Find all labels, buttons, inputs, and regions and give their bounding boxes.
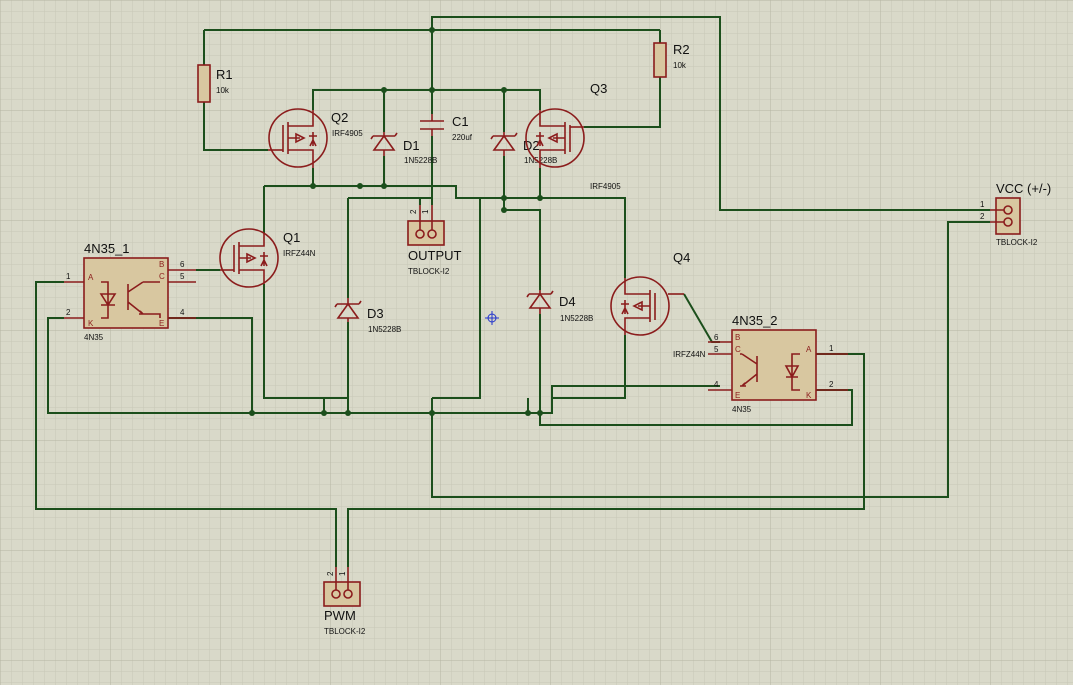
vcc-value: TBLOCK-I2 xyxy=(996,238,1038,247)
vcc-name: VCC (+/-) xyxy=(996,181,1051,196)
q1-value: IRFZ44N xyxy=(283,249,316,258)
d1-name: D1 xyxy=(403,138,420,153)
pwm-pin-1: 1 xyxy=(338,571,347,576)
mosfet-q3[interactable]: Q3 IRF4905 xyxy=(525,81,621,191)
d4-name: D4 xyxy=(559,294,576,309)
vcc-pin-1: 1 xyxy=(980,200,985,209)
pwm-pin-2: 2 xyxy=(326,571,335,576)
diode-d3[interactable]: D3 1N5228B xyxy=(334,298,401,334)
u2-letter-e: E xyxy=(735,391,740,400)
mosfet-q4[interactable]: Q4 IRFZ44N xyxy=(610,250,706,359)
u2-pin-2: 2 xyxy=(829,380,834,389)
r2-value: 10k xyxy=(673,61,687,70)
diode-d1[interactable]: D1 1N5228B xyxy=(370,132,437,165)
output-pin-1: 1 xyxy=(421,209,430,214)
terminal-pwm[interactable]: 2 1 PWM TBLOCK-I2 xyxy=(323,567,366,636)
u1-letter-k: K xyxy=(88,319,94,328)
terminal-output[interactable]: 2 1 OUTPUT TBLOCK-I2 xyxy=(407,205,462,276)
u2-letter-b: B xyxy=(735,333,740,342)
q3-value: IRF4905 xyxy=(590,182,621,191)
pwm-name: PWM xyxy=(324,608,356,623)
capacitor-c1[interactable]: C1 220uf xyxy=(420,114,473,142)
output-pin-2: 2 xyxy=(409,209,418,214)
u2-pin-5: 5 xyxy=(714,345,719,354)
u2-value: 4N35 xyxy=(732,405,752,414)
u1-name: 4N35_1 xyxy=(84,241,130,256)
u1-pin-1: 1 xyxy=(66,272,71,281)
junctions xyxy=(249,27,543,416)
u1-pin-6: 6 xyxy=(180,260,185,269)
resistor-r2[interactable]: R2 10k xyxy=(653,42,690,78)
d1-value: 1N5228B xyxy=(404,156,437,165)
optocoupler-4n35-1[interactable]: 4N35_1 1 2 6 5 4 A K B C E 4N35 xyxy=(64,241,196,342)
q2-name: Q2 xyxy=(331,110,348,125)
q2-value: IRF4905 xyxy=(332,129,363,138)
u1-letter-c: C xyxy=(159,272,165,281)
u2-letter-a: A xyxy=(806,345,812,354)
r1-value: 10k xyxy=(216,86,230,95)
u1-value: 4N35 xyxy=(84,333,104,342)
u2-pin-6: 6 xyxy=(714,333,719,342)
optocoupler-4n35-2[interactable]: 4N35_2 6 5 4 1 2 B C E A K 4N35 xyxy=(708,313,848,414)
resistor-r1[interactable]: R1 10k xyxy=(197,64,233,103)
d4-value: 1N5228B xyxy=(560,314,593,323)
d2-name: D2 xyxy=(523,138,540,153)
d3-value: 1N5228B xyxy=(368,325,401,334)
d3-name: D3 xyxy=(367,306,384,321)
q4-name: Q4 xyxy=(673,250,690,265)
vcc-pin-2: 2 xyxy=(980,212,985,221)
output-name: OUTPUT xyxy=(408,248,462,263)
mosfet-q2[interactable]: Q2 IRF4905 xyxy=(268,108,363,168)
pwm-value: TBLOCK-I2 xyxy=(324,627,366,636)
terminal-vcc[interactable]: 1 2 VCC (+/-) TBLOCK-I2 xyxy=(980,181,1051,247)
c1-name: C1 xyxy=(452,114,469,129)
q1-name: Q1 xyxy=(283,230,300,245)
origin-marker-icon xyxy=(485,311,499,325)
c1-value: 220uf xyxy=(452,133,473,142)
mosfet-q1[interactable]: Q1 IRFZ44N xyxy=(219,228,316,288)
u2-letter-k: K xyxy=(806,391,812,400)
u1-letter-b: B xyxy=(159,260,164,269)
u1-letter-a: A xyxy=(88,273,94,282)
u2-pin-4: 4 xyxy=(714,380,719,389)
u2-name: 4N35_2 xyxy=(732,313,778,328)
u1-pin-5: 5 xyxy=(180,272,185,281)
r1-name: R1 xyxy=(216,67,233,82)
output-value: TBLOCK-I2 xyxy=(408,267,450,276)
diode-d4[interactable]: D4 1N5228B xyxy=(526,290,593,323)
q4-value: IRFZ44N xyxy=(673,350,706,359)
r2-name: R2 xyxy=(673,42,690,57)
u1-letter-e: E xyxy=(159,319,164,328)
u1-pin-2: 2 xyxy=(66,308,71,317)
u1-pin-4: 4 xyxy=(180,308,185,317)
u2-pin-1: 1 xyxy=(829,344,834,353)
q3-name: Q3 xyxy=(590,81,607,96)
u2-letter-c: C xyxy=(735,345,741,354)
